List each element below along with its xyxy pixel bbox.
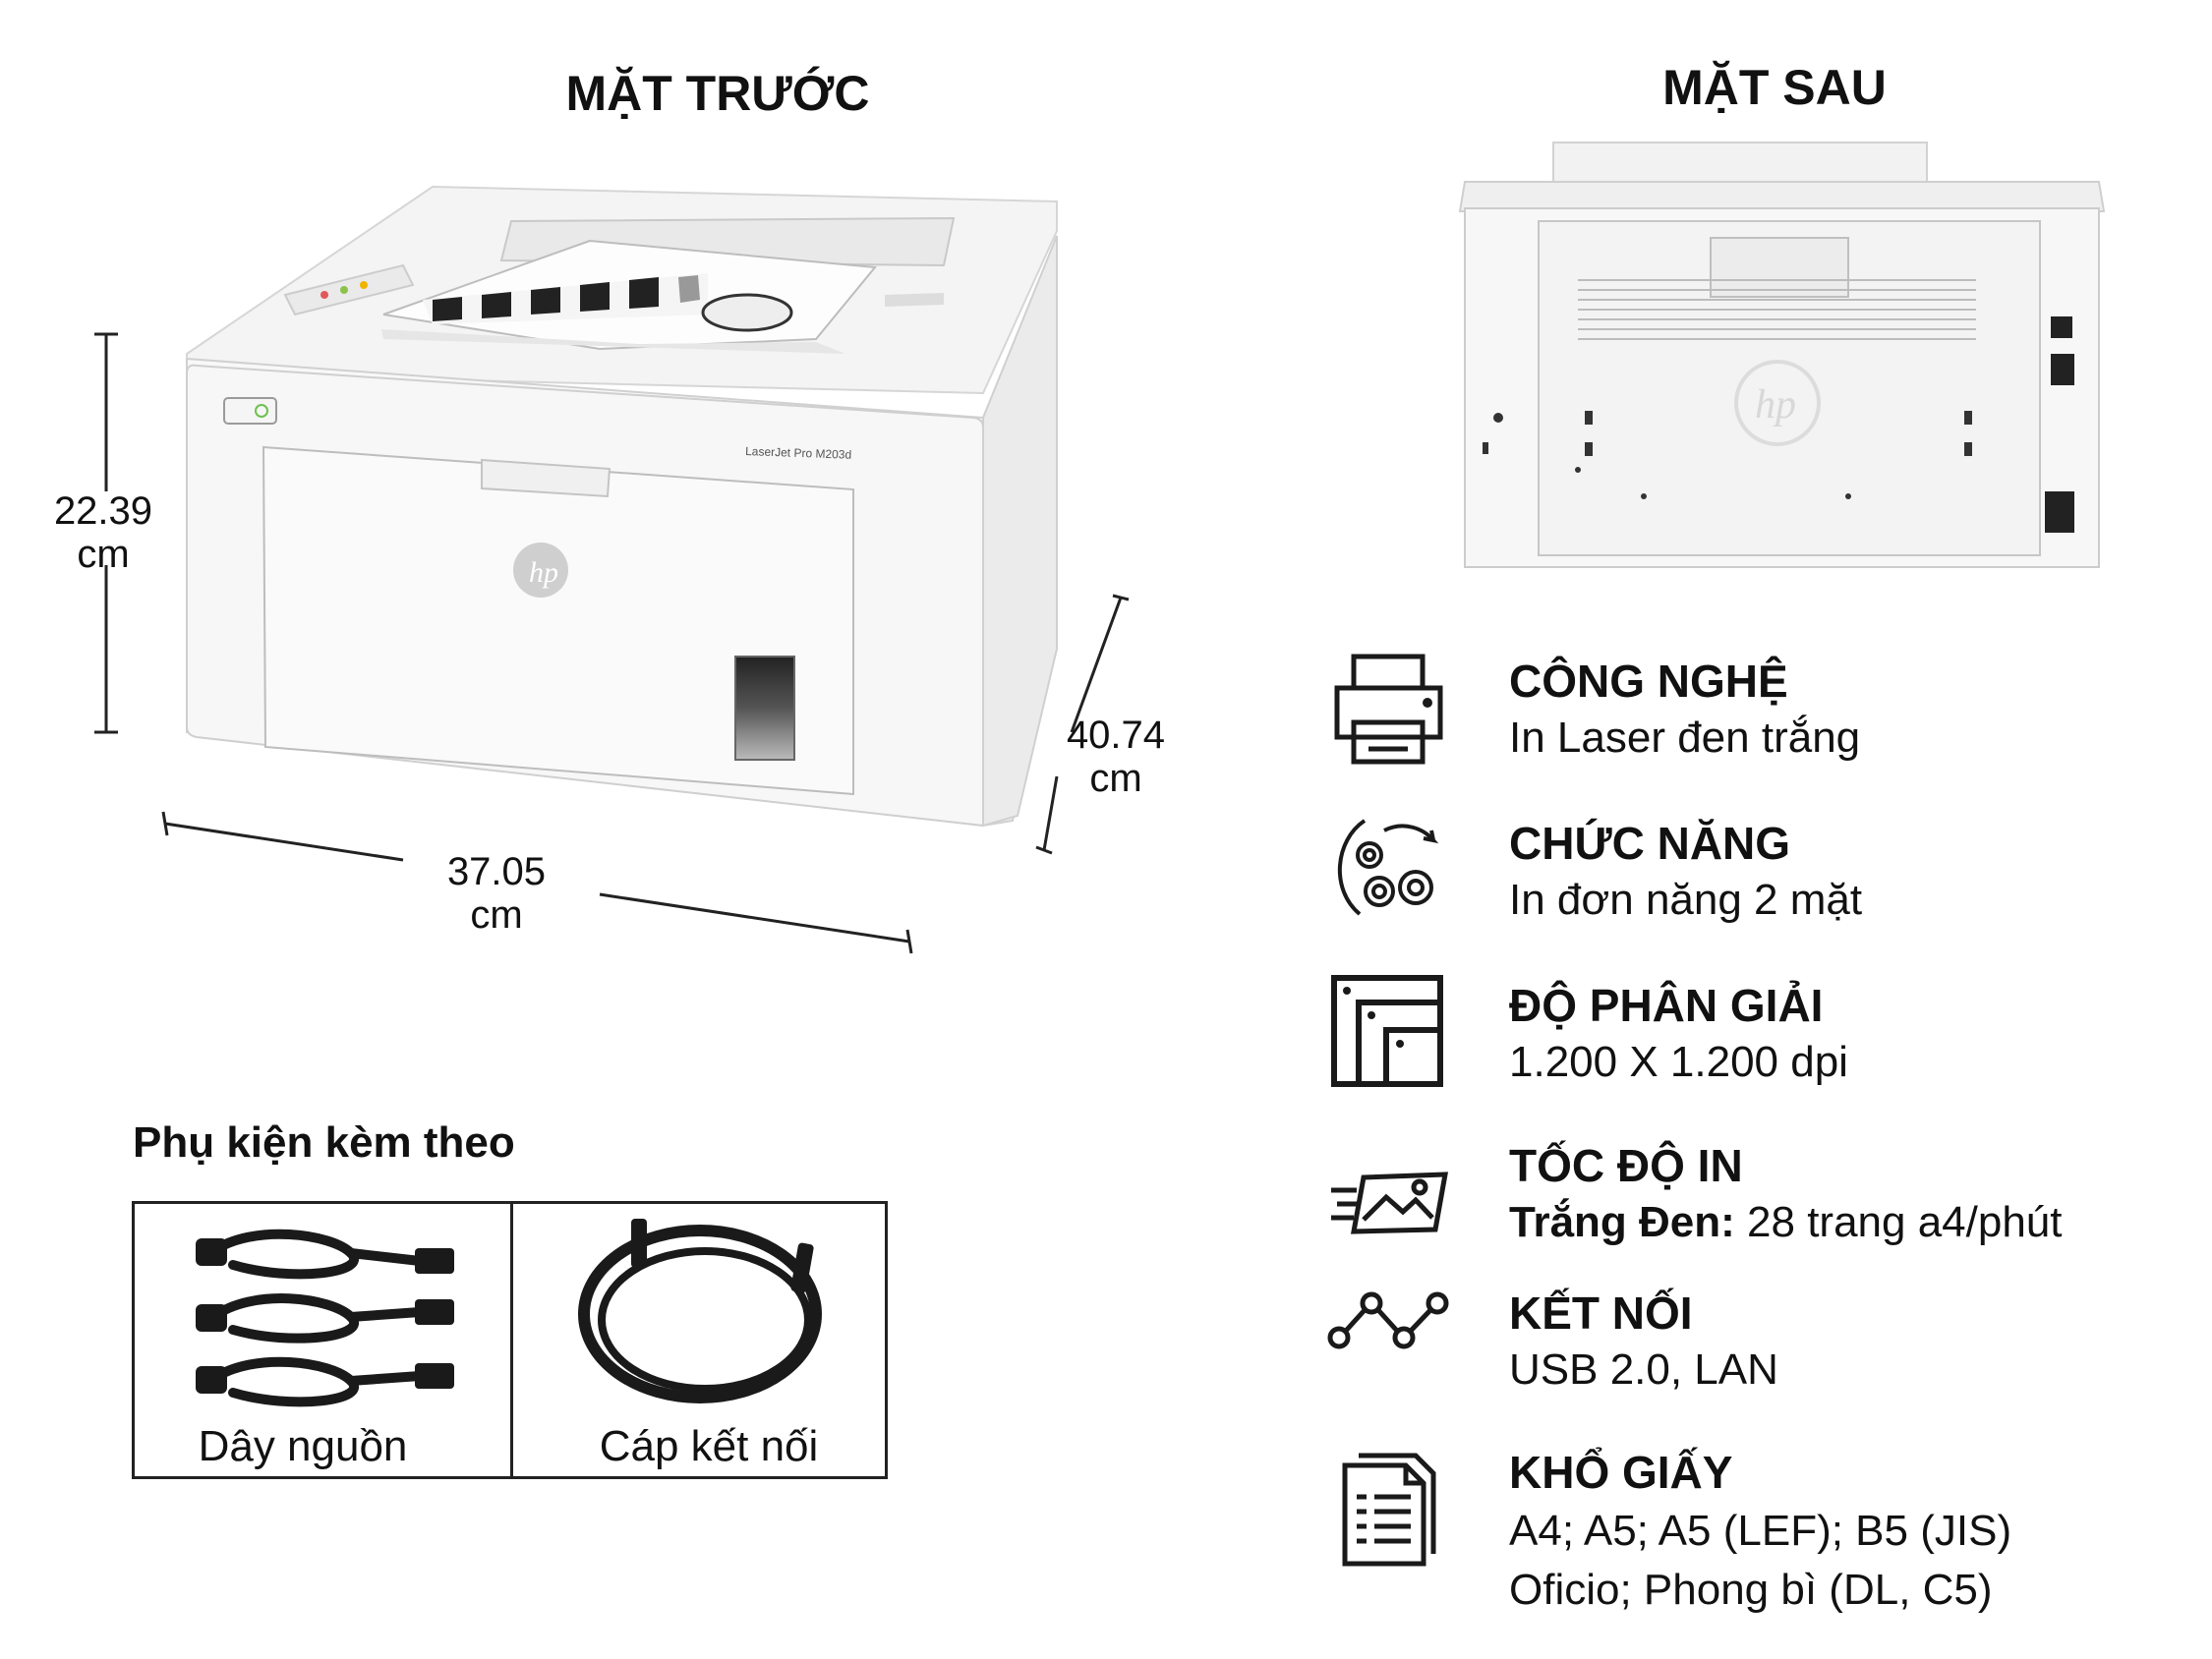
connection-icon [1327,1291,1449,1349]
dimension-lines [94,332,1130,954]
spec-paper-value-2: Oficio; Phong bì (DL, C5) [1509,1566,1993,1614]
front-view-title: MẶT TRƯỚC [565,66,870,121]
spec-speed-value-text: 28 trang a4/phút [1734,1198,2063,1246]
spec-resolution: ĐỘ PHÂN GIẢI 1.200 X 1.200 dpi [1317,973,2183,1101]
spec-speed-value-label: Trắng Đen: [1509,1198,1735,1246]
spec-technology: CÔNG NGHỆ In Laser đen trắng [1317,649,2183,776]
usb-cable-icon [578,1219,822,1403]
printer-icon [1334,654,1443,765]
speed-icon [1331,1172,1449,1234]
accessories-title: Phụ kiện kèm theo [133,1118,515,1167]
accessory-usb-cable-label: Cáp kết nối [599,1422,819,1470]
spec-function-title: CHỨC NĂNG [1509,818,1791,869]
accessory-power-cord-label: Dây nguồn [198,1422,408,1470]
spec-function-value: In đơn năng 2 mặt [1509,876,1863,924]
spec-paper-value: A4; A5; A5 (LEF); B5 (JIS) [1509,1507,2012,1555]
spec-paper: KHỔ GIẤY A4; A5; A5 (LEF); B5 (JIS) Ofic… [1317,1440,2183,1636]
spec-connection-value: USB 2.0, LAN [1509,1345,1778,1394]
paper-icon [1342,1453,1436,1567]
power-cord-icon [196,1229,454,1407]
spec-speed: TỐC ĐỘ IN Trắng Đen: 28 trang a4/phút [1317,1133,2183,1261]
front-model-label: LaserJet Pro M203d [745,444,851,462]
spec-connection: KẾT NỐI USB 2.0, LAN [1317,1284,2183,1411]
spec-speed-value: Trắng Đen: 28 trang a4/phút [1509,1198,2063,1247]
gears-icon [1338,819,1439,916]
back-view-title: MẶT SAU [1662,60,1887,115]
accessory-usb-cable: Cáp kết nối [510,1201,888,1479]
spec-resolution-title: ĐỘ PHÂN GIẢI [1509,980,1824,1031]
spec-technology-value: In Laser đen trắng [1509,714,1861,762]
front-hp-logo: hp [529,556,558,589]
spec-function: CHỨC NĂNG In đơn năng 2 mặt [1317,811,2183,939]
spec-paper-title: KHỔ GIẤY [1509,1447,1733,1498]
spec-technology-title: CÔNG NGHỆ [1509,656,1788,707]
resolution-icon [1331,975,1443,1087]
spec-connection-title: KẾT NỐI [1509,1287,1693,1339]
accessory-power-cord: Dây nguồn [132,1201,513,1479]
spec-speed-title: TỐC ĐỘ IN [1509,1140,1743,1191]
spec-resolution-value: 1.200 X 1.200 dpi [1509,1038,1848,1086]
back-hp-logo: hp [1755,382,1796,428]
